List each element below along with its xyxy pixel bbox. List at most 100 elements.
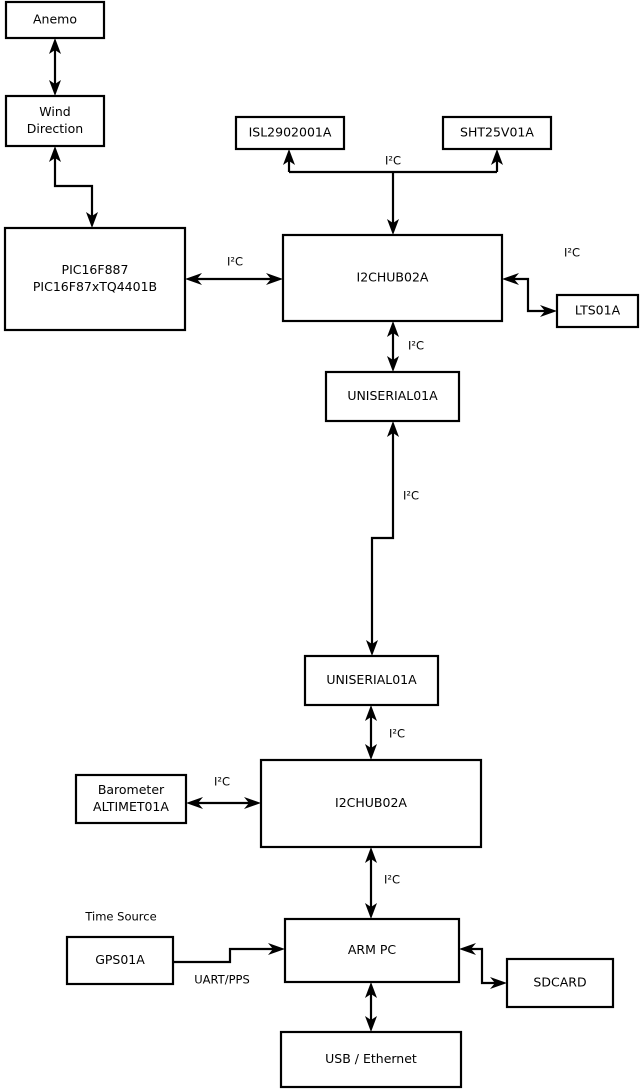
node-box-winddir	[4, 94, 106, 148]
edge-anemo-winddirection	[49, 38, 61, 96]
node-gps: GPS01A	[65, 935, 175, 986]
node-label-armpc: ARM PC	[348, 942, 397, 957]
edge-pic-hubtop	[185, 273, 283, 285]
node-uniser_top: UNISERIAL01A	[324, 370, 461, 423]
node-usbeth: USB / Ethernet	[279, 1030, 463, 1089]
node-isl: ISL2902001A	[234, 115, 346, 151]
node-label-uniser_top: UNISERIAL01A	[347, 388, 438, 403]
arrow-head-down	[365, 744, 377, 760]
lbl-i2c-uniser-link: I²C	[403, 489, 419, 503]
lbl-i2c-baro-hub: I²C	[214, 775, 230, 789]
arrow-head-right	[266, 273, 283, 285]
arrow-head-up	[365, 705, 377, 721]
lbl-i2c-hub-lts: I²C	[564, 246, 580, 260]
arrow-head-down	[49, 80, 61, 96]
arrow-head-left	[186, 797, 203, 809]
lbl-uart-pps: UART/PPS	[194, 973, 250, 987]
arrow-head-right	[244, 797, 261, 809]
node-box-sht	[441, 115, 553, 151]
arrow-head-down	[387, 219, 399, 235]
node-label-lts: LTS01A	[575, 303, 621, 318]
edge-armpc-sdcard	[459, 943, 507, 989]
node-armpc: ARM PC	[283, 917, 461, 984]
node-label-winddir: Direction	[27, 121, 83, 136]
node-label-pic: PIC16F87xTQ4401B	[33, 279, 157, 294]
lbl-i2c-pic-hub: I²C	[227, 255, 243, 269]
node-box-sdcard	[505, 957, 615, 1009]
edge-hubtop-lts	[502, 273, 557, 317]
arrow-head-down	[365, 1016, 377, 1032]
node-sht: SHT25V01A	[441, 115, 553, 151]
node-box-hub_top	[281, 233, 504, 323]
arrow-head-up	[491, 149, 503, 165]
edge-armpc-usbethernet	[365, 982, 377, 1032]
node-label-sdcard: SDCARD	[533, 975, 586, 990]
arrow-head-down	[86, 212, 98, 228]
lbl-time-source: Time Source	[84, 910, 156, 924]
arrow-head-right	[540, 305, 557, 317]
arrow-head-right	[490, 977, 507, 989]
node-box-usbeth	[279, 1030, 463, 1089]
free-labels-layer: Time Source	[84, 910, 156, 924]
node-label-anemo: Anemo	[33, 12, 77, 27]
arrow-head-right	[268, 943, 285, 955]
arrow-head-up	[387, 321, 399, 337]
node-label-hub_top: I2CHUB02A	[357, 270, 429, 285]
node-label-uniser_bot: UNISERIAL01A	[326, 672, 417, 687]
node-hub_top: I2CHUB02A	[281, 233, 504, 323]
node-box-armpc	[283, 917, 461, 984]
node-anemo: Anemo	[4, 0, 106, 40]
node-label-hub_bot: I2CHUB02A	[335, 795, 407, 810]
node-box-lts	[555, 293, 640, 329]
node-box-uniser_bot	[303, 654, 440, 707]
node-label-usbeth: USB / Ethernet	[325, 1051, 417, 1066]
node-sdcard: SDCARD	[505, 957, 615, 1009]
node-label-gps: GPS01A	[95, 952, 145, 967]
node-box-uniser_top	[324, 370, 461, 423]
node-box-gps	[65, 935, 175, 986]
node-uniser_bot: UNISERIAL01A	[303, 654, 440, 707]
arrow-head-up	[49, 146, 61, 162]
node-label-pic: PIC16F887	[62, 262, 129, 277]
arrow-head-up	[365, 982, 377, 998]
edge-gps-armpc	[173, 943, 285, 964]
node-lts: LTS01A	[555, 293, 640, 329]
lbl-i2c-uniser-hub: I²C	[389, 727, 405, 741]
arrow-head-left	[459, 943, 476, 955]
lbl-i2c-bus-top: I²C	[385, 154, 401, 168]
edge-barometer-hubbot	[186, 797, 261, 809]
node-box-barometer	[74, 773, 188, 825]
node-box-anemo	[4, 0, 106, 40]
node-label-sht: SHT25V01A	[460, 125, 534, 140]
arrow-head-up	[387, 421, 399, 437]
edge-labels-layer: I²C I²C I²C I²C I²C I²C I²C I²C UART/PPS	[194, 154, 580, 987]
edge-hubtop-i2c-bus	[283, 149, 503, 235]
arrow-head-left	[502, 273, 519, 285]
node-label-barometer: Barometer	[98, 782, 165, 797]
node-box-hub_bot	[259, 758, 483, 849]
nodes-layer: AnemoWindDirectionPIC16F887PIC16F87xTQ44…	[3, 0, 640, 1089]
edge-hubtop-uniseraltop	[387, 321, 399, 372]
arrow-head-up	[365, 847, 377, 863]
edge-uniseraltop-uniseralbot	[366, 421, 399, 656]
edge-hubbot-armpc	[365, 847, 377, 919]
node-hub_bot: I2CHUB02A	[259, 758, 483, 849]
edge-uniseralbot-hubbot	[365, 705, 377, 760]
edge-winddirection-pic	[49, 146, 98, 228]
node-label-winddir: Wind	[39, 104, 70, 119]
arrow-head-up	[283, 149, 295, 165]
lbl-i2c-hub-armpc: I²C	[384, 873, 400, 887]
lbl-i2c-hub-uniser: I²C	[408, 339, 424, 353]
arrow-head-left	[185, 273, 202, 285]
arrow-head-up	[49, 38, 61, 54]
arrow-head-down	[366, 640, 378, 656]
node-box-pic	[3, 226, 187, 332]
arrow-head-down	[365, 903, 377, 919]
node-box-isl	[234, 115, 346, 151]
arrow-head-down	[387, 356, 399, 372]
